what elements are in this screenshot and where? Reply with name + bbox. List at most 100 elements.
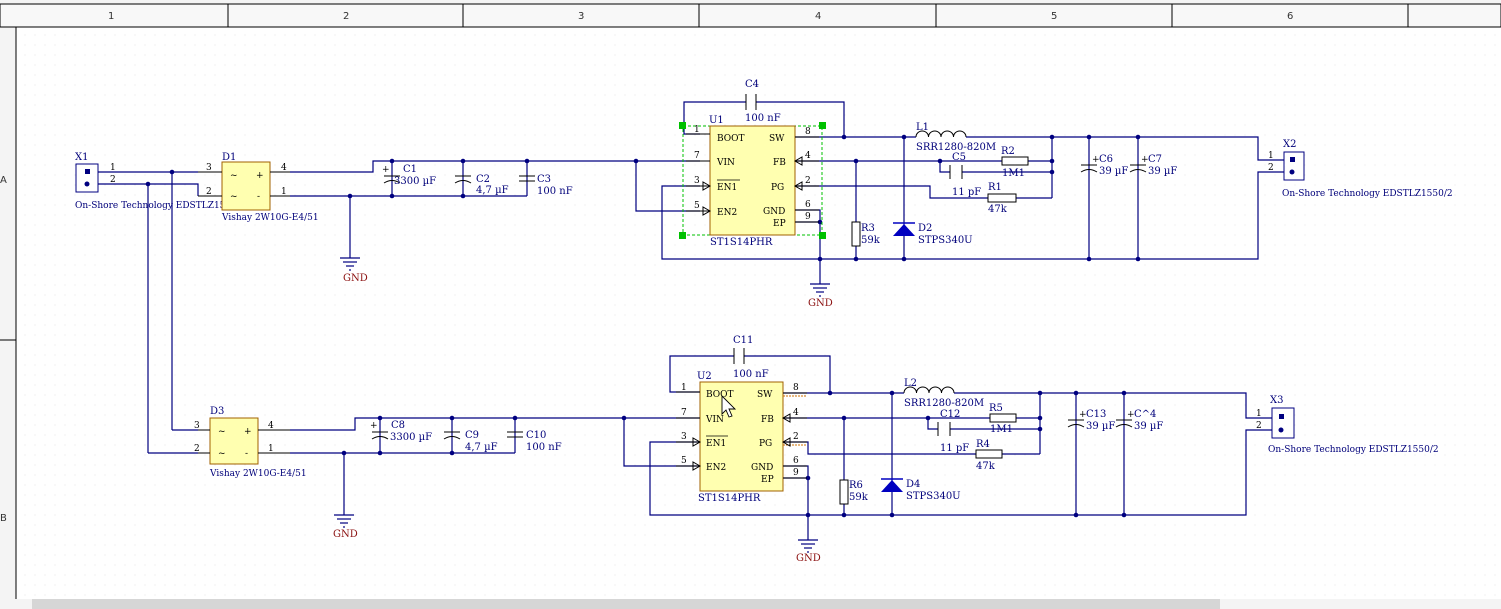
svg-text:+: + (1079, 410, 1087, 420)
inductor-l1[interactable] (915, 130, 967, 138)
d1-pin-2: 2 (206, 187, 212, 197)
svg-text:-: - (245, 449, 248, 459)
d1-pin-4: 4 (281, 163, 287, 173)
svg-text:+: + (244, 427, 252, 437)
d3-pin-1: 1 (268, 444, 274, 454)
inductor-l2[interactable] (903, 386, 955, 394)
zone-col-3: 3 (578, 11, 584, 22)
d4-part: STPS340U (906, 491, 961, 502)
resistor-r6[interactable] (839, 479, 849, 505)
capacitor-c11[interactable] (733, 348, 745, 364)
diode-d4[interactable] (881, 478, 903, 492)
capacitor-c1[interactable]: + (382, 165, 401, 184)
resistor-r1[interactable] (987, 193, 1017, 203)
regulator-u1[interactable] (679, 122, 826, 239)
capacitor-c8[interactable]: + (370, 421, 389, 440)
u2-part: ST1S14PHR (698, 493, 761, 504)
u1-pin-pg: PG (771, 183, 784, 193)
u1-pnum-6: 6 (805, 200, 811, 210)
c7-value: 39 µF (1148, 166, 1177, 177)
r4-value: 47k (976, 461, 996, 472)
horizontal-scrollbar[interactable] (32, 599, 1220, 609)
svg-text:~: ~ (218, 427, 226, 437)
resistor-r5[interactable] (989, 413, 1017, 423)
x1-designator: X1 (75, 152, 88, 163)
u1-pin-sw: SW (769, 134, 785, 144)
capacitor-c9[interactable] (443, 431, 461, 440)
connector-x2[interactable] (1283, 151, 1305, 181)
u2-pin-vin: VIN (705, 415, 724, 425)
u1-pin-ep: EP (773, 219, 786, 229)
c4-value: 100 nF (745, 113, 781, 124)
u2-pnum-6: 6 (793, 456, 799, 466)
d2-part: STPS340U (918, 235, 973, 246)
r6-value: 59k (849, 492, 869, 503)
capacitor-c2[interactable] (454, 175, 472, 184)
c6-designator: C6 (1099, 154, 1113, 165)
resistor-r3[interactable] (851, 221, 861, 247)
c5-value: 11 pF (952, 187, 981, 198)
channel-2-junctions (341, 390, 1127, 518)
d3-designator: D3 (210, 406, 224, 417)
capacitor-c5[interactable] (949, 165, 963, 179)
r3-value: 59k (861, 235, 881, 246)
x1-pin-1: 1 (110, 163, 116, 173)
connector-x3[interactable] (1271, 407, 1295, 439)
d1-designator: D1 (222, 152, 236, 163)
u1-designator: U1 (709, 115, 724, 126)
zone-row-b: B (0, 513, 7, 524)
bridge-d3[interactable]: ~ + ~ - (198, 417, 290, 465)
capacitor-c13[interactable]: + (1067, 410, 1087, 428)
c14-value: 39 µF (1134, 421, 1163, 432)
c7-designator: C7 (1148, 154, 1162, 165)
svg-text:~: ~ (230, 192, 238, 202)
resistor-r4[interactable] (975, 449, 1003, 459)
d4-designator: D4 (906, 479, 920, 490)
x2-pin-1: 1 (1268, 151, 1274, 161)
c2-designator: C2 (476, 174, 490, 185)
zone-row-a: A (0, 175, 7, 186)
r5-value: 1M1 (990, 424, 1013, 435)
resistor-r2[interactable] (1001, 156, 1029, 166)
capacitor-c3[interactable] (519, 175, 535, 182)
svg-text:+: + (256, 171, 264, 181)
c10-designator: C10 (526, 430, 546, 441)
capacitor-c14[interactable]: + (1115, 410, 1135, 428)
sheet-border (0, 3, 1501, 599)
u1-pnum-8: 8 (805, 127, 811, 137)
u1-pin-vin: VIN (716, 158, 735, 168)
capacitor-c4[interactable] (745, 94, 757, 110)
c9-value: 4,7 µF (465, 442, 498, 453)
bridge-d1[interactable]: ~+ ~- (198, 161, 290, 211)
capacitor-c7[interactable]: + (1129, 155, 1149, 173)
u2-pnum-1: 1 (681, 383, 687, 393)
d1-pin-3: 3 (206, 163, 212, 173)
svg-text:-: - (257, 192, 260, 202)
u1-pnum-5: 5 (694, 201, 700, 211)
capacitor-c10[interactable] (507, 431, 523, 438)
c6-value: 39 µF (1099, 166, 1128, 177)
u2-pnum-9: 9 (793, 468, 799, 478)
ground-symbol-1 (340, 257, 360, 271)
diode-d2[interactable] (893, 222, 915, 236)
u2-pin-pg: PG (759, 439, 772, 449)
d3-pin-3: 3 (194, 421, 200, 431)
drawing-area[interactable] (16, 27, 1501, 599)
u2-pin-boot: BOOT (706, 390, 734, 400)
connector-x1[interactable] (75, 163, 99, 193)
c12-designator: C12 (940, 409, 960, 420)
x2-designator: X2 (1283, 139, 1296, 150)
d3-pin-4: 4 (268, 421, 274, 431)
u1-part: ST1S14PHR (710, 237, 773, 248)
x2-pin-2: 2 (1268, 163, 1274, 173)
u1-pnum-1: 1 (694, 125, 700, 135)
c9-designator: C9 (465, 430, 479, 441)
svg-text:+: + (1127, 410, 1135, 420)
x2-manufacturer: On-Shore Technology EDSTLZ1550/2 (1282, 189, 1453, 199)
capacitor-c12[interactable] (937, 422, 951, 436)
u2-pnum-3: 3 (681, 432, 687, 442)
regulator-u2[interactable] (676, 381, 807, 492)
capacitor-c6[interactable]: + (1080, 155, 1100, 173)
svg-text:~: ~ (218, 449, 226, 459)
